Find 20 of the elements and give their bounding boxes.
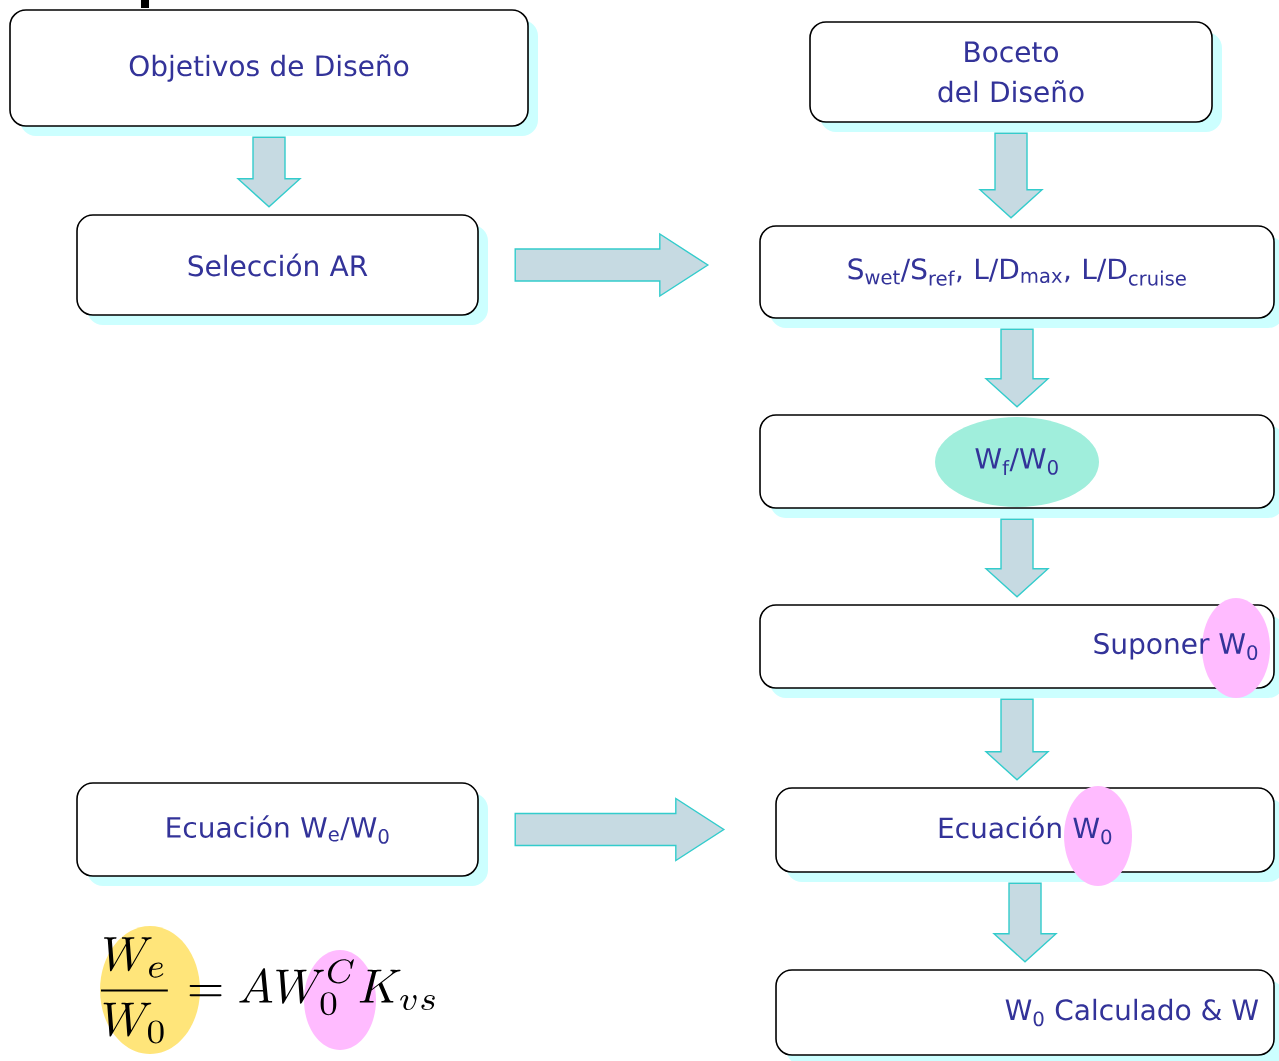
process-box: W$_{0}$ Calculado & W — [775, 969, 1279, 1061]
process-box: Ecuación W$_{e}$/W$_{0}$ — [76, 782, 488, 886]
process-box: Selección AR — [76, 214, 488, 325]
process-box: S$_{wet}$/S$_{ref}$, L/D$_{max}$, L/D$_{cruise}$ — [759, 225, 1279, 328]
block-arrow — [978, 132, 1044, 219]
block-arrow — [514, 797, 726, 862]
formula: $\frac{W_e}{W_0} = A W_0^C K_{vs}$ — [100, 926, 435, 1054]
process-box: Objetivos de Diseño — [9, 9, 538, 136]
process-box: W$_{f}$/W$_{0}$ — [759, 414, 1279, 518]
block-arrow — [992, 882, 1058, 963]
node-label: Suponer W$_{0}$ — [1094, 632, 1258, 661]
node-label: Ecuación W$_{0}$ — [939, 815, 1112, 845]
block-arrow — [236, 136, 302, 208]
process-box: Ecuación W$_{0}$ — [775, 786, 1279, 886]
block-arrow — [984, 518, 1050, 598]
block-arrow — [514, 232, 710, 298]
process-box: Suponer W$_{0}$ — [759, 598, 1279, 698]
process-box: Boceto del Diseño — [809, 21, 1222, 132]
block-arrow — [984, 328, 1050, 408]
block-arrow — [984, 698, 1050, 781]
